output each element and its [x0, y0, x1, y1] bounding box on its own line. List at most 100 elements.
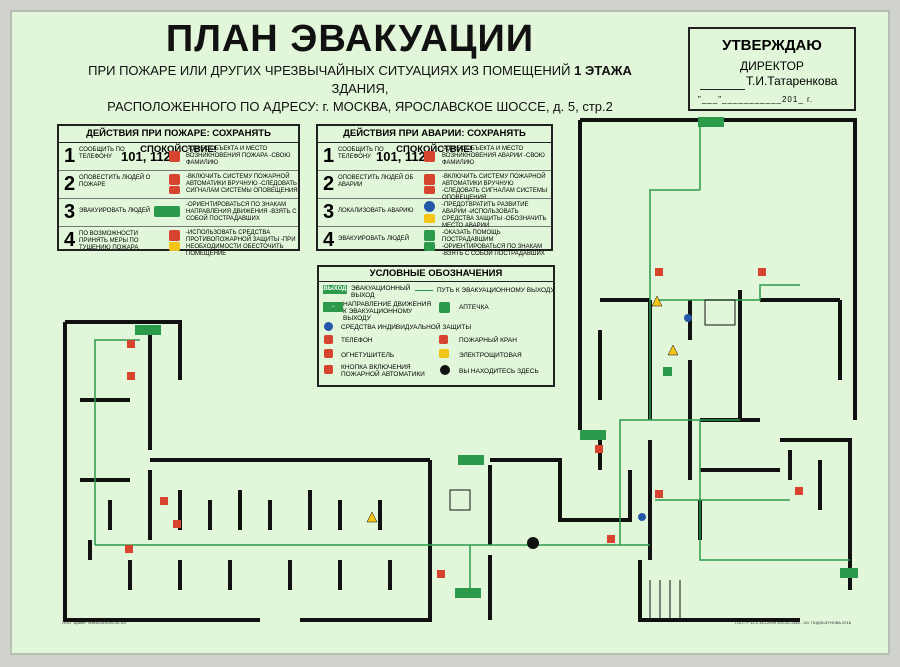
extinguisher-icon [127, 340, 135, 348]
ppe-icon [638, 513, 646, 521]
step-number: 2 [64, 173, 76, 195]
legend-hydrant: ПОЖАРНЫЙ КРАН [459, 337, 517, 344]
approval-header: УТВЕРЖДАЮ [722, 37, 822, 54]
fire-equipment [125, 268, 803, 578]
direction-arrow-icon: → [323, 302, 343, 312]
subtitle-address: РАСПОЛОЖЕННОГО ПО АДРЕСУ: г. МОСКВА, ЯРО… [107, 99, 613, 114]
accident-step: 3 ЛОКАЛИЗОВАТЬ АВАРИЮ -ПРЕДОТВРАТИТЬ РАЗ… [318, 199, 551, 229]
you-are-here-icon [527, 537, 539, 549]
legend-exit: ЭВАКУАЦИОННЫЙ ВЫХОД [351, 285, 411, 299]
step-action: СООБЩИТЬ ПО ТЕЛЕФОНУ [79, 147, 125, 160]
accident-box-header: ДЕЙСТВИЯ ПРИ АВАРИИ: СОХРАНЯТЬ СПОКОЙСТВ… [318, 126, 551, 155]
step-desc: -ВКЛЮЧИТЬ СИСТЕМУ ПОЖАРНОЙ АВТОМАТИКИ ВР… [186, 174, 298, 194]
approval-role: ДИРЕКТОР [740, 59, 804, 73]
accident-step: 2 ОПОВЕСТИТЬ ЛЮДЕЙ ОБ АВАРИИ -ВКЛЮЧИТЬ С… [318, 171, 551, 201]
extinguisher-icon [655, 490, 663, 498]
extinguisher-icon [173, 520, 181, 528]
legend-ppe: СРЕДСТВА ИНДИВИДУАЛЬНОЙ ЗАЩИТЫ [341, 324, 472, 331]
accident-step: 4 ЭВАКУИРОВАТЬ ЛЮДЕЙ -ОКАЗАТЬ ПОМОЩЬ ПОС… [318, 227, 551, 257]
exit-sign-icon [455, 588, 481, 598]
step-phone: 101, 112 [376, 149, 426, 164]
you-are-here-icon [440, 365, 450, 375]
step-phone: 101, 112 [121, 149, 171, 164]
electrical-hazard-icon [667, 344, 679, 356]
hydrant-icon [758, 268, 766, 276]
step-action: ОПОВЕСТИТЬ ЛЮДЕЙ ОБ АВАРИИ [338, 175, 414, 188]
exit-signs [135, 117, 858, 598]
fire-step: 1 СООБЩИТЬ ПО ТЕЛЕФОНУ 101, 112 -АДРЕС О… [59, 143, 298, 171]
signature-line [700, 89, 745, 90]
step-action: ОПОВЕСТИТЬ ЛЮДЕЙ О ПОЖАРЕ [79, 175, 151, 188]
step-action: ПО ВОЗМОЖНОСТИ ПРИНЯТЬ МЕРЫ ПО ТУШЕНИЮ П… [79, 231, 139, 251]
ppe-icon [324, 322, 333, 331]
electrical-hazard-icon [439, 349, 449, 358]
fire-step: 3 ЭВАКУИРОВАТЬ ЛЮДЕЙ -ОРИЕНТИРОВАТЬСЯ ПО… [59, 199, 298, 227]
alarm-button-icon [424, 174, 435, 185]
extinguisher-icon [655, 268, 663, 276]
exit-sign-icon: ВЫХОД [323, 285, 347, 294]
legend-firstaid: АПТЕЧКА [459, 304, 489, 311]
stairs [449, 299, 736, 620]
legend-alarm-button: КНОПКА ВКЛЮЧЕНИЯ ПОЖАРНОЙ АВТОМАТИКИ [341, 364, 425, 378]
path-line-icon [415, 290, 433, 291]
plan-title: ПЛАН ЭВАКУАЦИИ [165, 18, 535, 60]
alarm-button-icon [324, 365, 333, 374]
legend-header: УСЛОВНЫЕ ОБОЗНАЧЕНИЯ [319, 267, 553, 282]
siren-icon [169, 186, 180, 194]
approval-name: Т.И.Татаренкова [746, 74, 838, 88]
accident-actions-box: ДЕЙСТВИЯ ПРИ АВАРИИ: СОХРАНЯТЬ СПОКОЙСТВ… [316, 124, 553, 257]
exit-sign-icon [698, 117, 724, 127]
hydrant-icon [125, 545, 133, 553]
plan-subtitle: ПРИ ПОЖАРЕ ИЛИ ДРУГИХ ЧРЕЗВЫЧАЙНЫХ СИТУА… [60, 62, 660, 116]
fire-step: 2 ОПОВЕСТИТЬ ЛЮДЕЙ О ПОЖАРЕ -ВКЛЮЧИТЬ СИ… [59, 171, 298, 199]
fire-actions-box: ДЕЙСТВИЯ ПРИ ПОЖАРЕ: СОХРАНЯТЬ СПОКОЙСТВ… [57, 124, 300, 257]
siren-icon [424, 186, 435, 194]
ppe-icon [684, 314, 692, 322]
step-desc: -АДРЕС ОБЪЕКТА И МЕСТО ВОЗНИКНОВЕНИЯ ПОЖ… [186, 146, 291, 166]
step-number: 1 [323, 145, 335, 167]
electrical-hazard-icon [651, 295, 663, 307]
first-aid-icon [424, 230, 435, 241]
warning-icon [424, 214, 435, 223]
exit-sign-icon [580, 430, 606, 440]
exit-sign-icon [135, 325, 161, 335]
hydrant-icon [795, 487, 803, 495]
exit-running-icon [424, 242, 435, 251]
legend-box: УСЛОВНЫЕ ОБОЗНАЧЕНИЯ ВЫХОД ЭВАКУАЦИОННЫЙ… [317, 265, 555, 387]
step-number: 3 [323, 201, 335, 223]
electrical-hazard-icon [169, 242, 180, 251]
step-action: ЛОКАЛИЗОВАТЬ АВАРИЮ [338, 208, 414, 214]
step-desc: -ОКАЗАТЬ ПОМОЩЬ ПОСТРАДАВШИМ -ОРИЕНТИРОВ… [442, 230, 545, 257]
hydrant-icon [127, 372, 135, 380]
subtitle-floor: 1 ЭТАЖА [574, 63, 632, 78]
accident-step: 1 СООБЩИТЬ ПО ТЕЛЕФОНУ 101, 112 -АДРЕС О… [318, 143, 551, 171]
ppe-icon [424, 201, 435, 212]
extinguisher-icon [607, 535, 615, 543]
step-action: СООБЩИТЬ ПО ТЕЛЕФОНУ [338, 147, 384, 160]
approval-stamp: УТВЕРЖДАЮ ДИРЕКТОР Т.И.Татаренкова "___"… [688, 27, 856, 111]
step-number: 2 [323, 173, 335, 195]
subtitle-line1-prefix: ПРИ ПОЖАРЕ ИЛИ ДРУГИХ ЧРЕЗВЫЧАЙНЫХ СИТУА… [88, 63, 571, 78]
footer-standard: ГОСТ Р 12.2.143-2009 200-25-1446 - ЗО. П… [735, 620, 851, 625]
legend-you-are-here: ВЫ НАХОДИТЕСЬ ЗДЕСЬ [459, 368, 539, 375]
step-desc: -ИСПОЛЬЗОВАТЬ СРЕДСТВА ПРОТИВОПОЖАРНОЙ З… [186, 230, 296, 257]
exit-sign-icon [458, 455, 484, 465]
step-desc: -ПРЕДОТВРАТИТЬ РАЗВИТИЕ АВАРИИ -ИСПОЛЬЗО… [442, 202, 547, 229]
alarm-button-icon [169, 174, 180, 185]
step-action: ЭВАКУИРОВАТЬ ЛЮДЕЙ [338, 236, 410, 242]
hazard-markers [366, 295, 692, 549]
exit-sign-icon [840, 568, 858, 578]
exit-running-icon [154, 206, 180, 217]
footer-company: ООО "Арион" WWW.ARION-SK.RU [62, 620, 127, 625]
extinguisher-icon [324, 349, 333, 358]
subtitle-line1-suffix: ЗДАНИЯ, [331, 81, 389, 96]
phone-icon [160, 497, 168, 505]
legend-electrical: ЭЛЕКТРОЩИТОВАЯ [459, 352, 522, 359]
step-number: 4 [64, 229, 76, 251]
alarm-button-icon [595, 445, 603, 453]
phone-icon [424, 151, 435, 162]
step-number: 4 [323, 229, 335, 251]
first-aid-icon [439, 302, 450, 313]
step-desc: -АДРЕС ОБЪЕКТА И МЕСТО ВОЗНИКНОВЕНИЯ АВА… [442, 146, 545, 166]
